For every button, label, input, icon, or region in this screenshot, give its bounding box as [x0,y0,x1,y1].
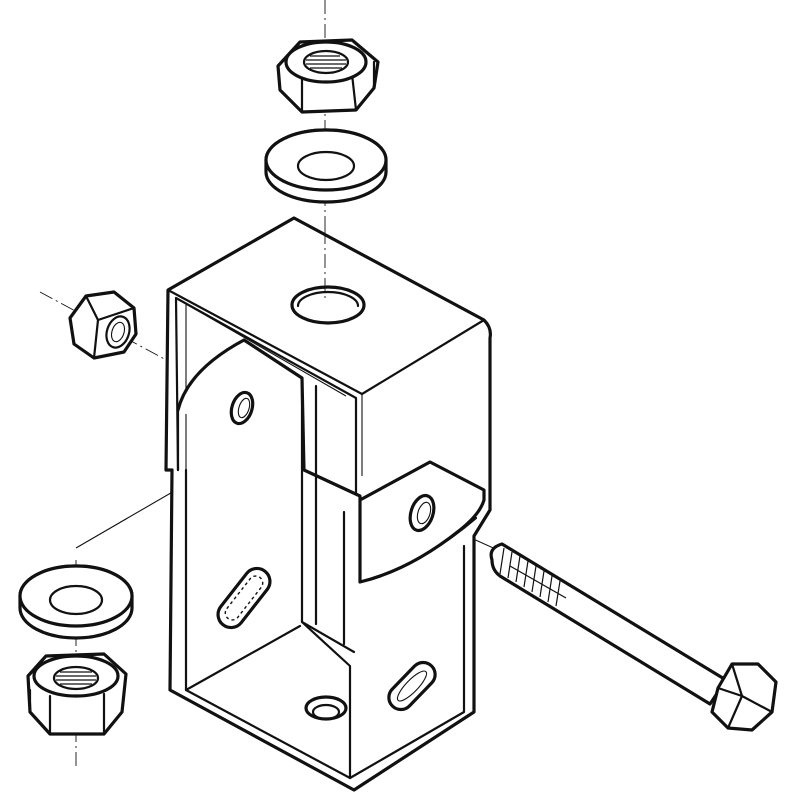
bottom-hole [304,695,348,721]
top-hex-nut [276,38,380,114]
bolt-threads [499,547,567,607]
lower-washer [18,564,134,640]
slot-right [387,660,437,712]
bracket-top-face [166,216,486,396]
lower-nut-threads [56,671,96,685]
lower-hex-nut [26,652,128,736]
top-hole [290,285,366,325]
pivot-hole-left [229,390,255,426]
side-hex-nut [68,290,138,360]
u-bracket [164,216,492,792]
top-washer [264,128,388,204]
thread-lines [306,55,346,69]
pivot-hole-right [408,493,436,533]
slot-left [216,566,272,630]
hex-bolt [489,542,778,732]
